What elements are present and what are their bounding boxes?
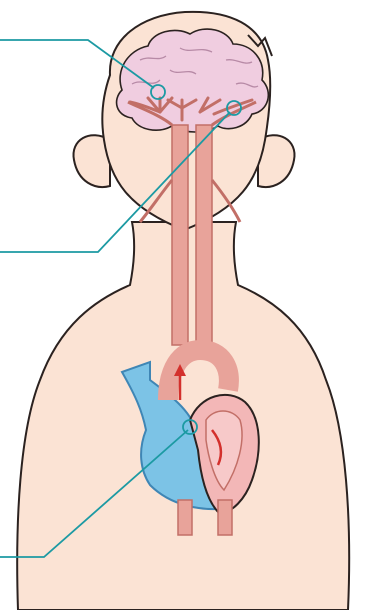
circulation-diagram [0, 0, 366, 610]
body-illustration [0, 0, 366, 610]
